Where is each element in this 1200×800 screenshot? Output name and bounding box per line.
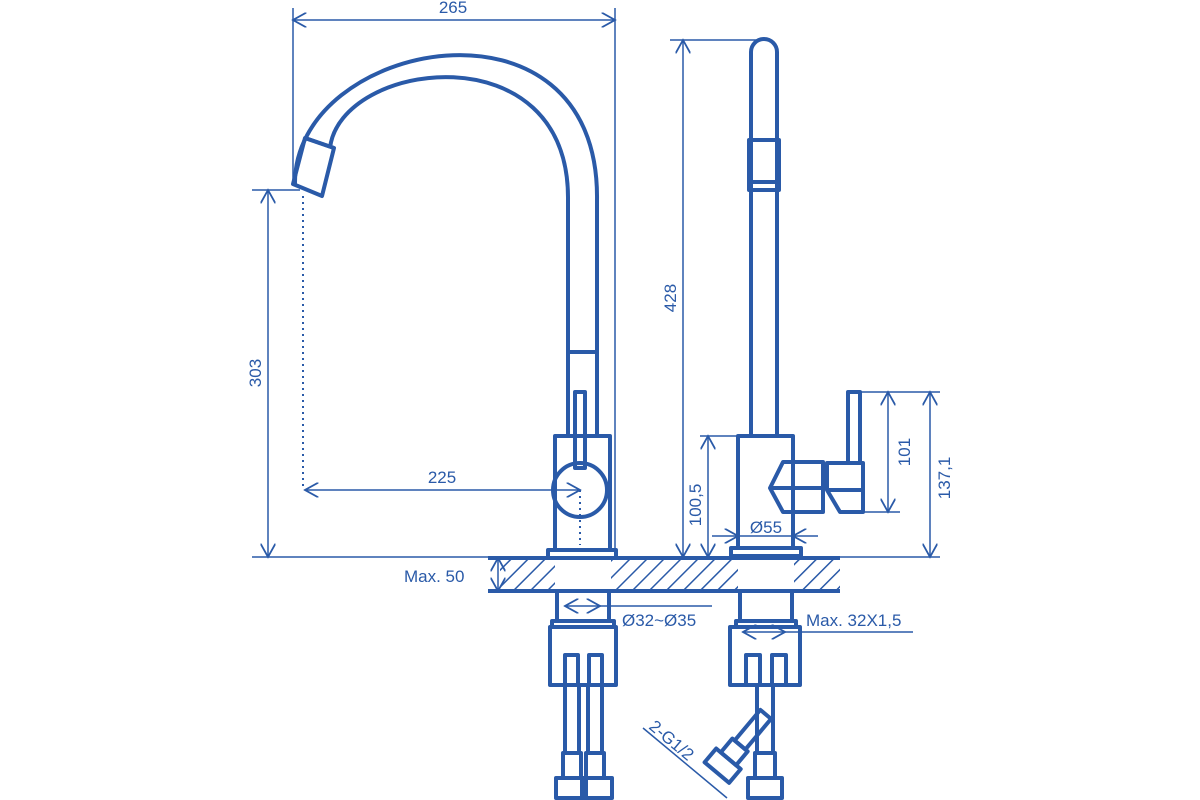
dim-303: 303 — [246, 359, 265, 387]
side-lever-handle — [846, 390, 862, 465]
dim-max-50: Max. 50 — [404, 567, 464, 586]
dim-100-5: 100,5 — [686, 484, 705, 527]
dimension-lines — [252, 8, 940, 799]
dimension-labels: 265 303 225 428 100,5 101 137,1 Ø55 Max.… — [246, 0, 954, 764]
faucet-side-view — [702, 37, 865, 800]
dim-265: 265 — [439, 0, 467, 17]
dim-diameter-55: Ø55 — [750, 518, 782, 537]
faucet-front-view — [291, 53, 618, 800]
dim-max-thread: Max. 32X1,5 — [806, 611, 901, 630]
dim-hole-diameter: Ø32~Ø35 — [622, 611, 696, 630]
lever-handle — [573, 390, 587, 470]
dim-428: 428 — [661, 284, 680, 312]
dim-137-1: 137,1 — [935, 457, 954, 500]
dim-225: 225 — [428, 468, 456, 487]
dim-hose-connection: 2-G1/2 — [645, 717, 697, 765]
dim-101: 101 — [895, 438, 914, 466]
countertop — [488, 556, 840, 593]
